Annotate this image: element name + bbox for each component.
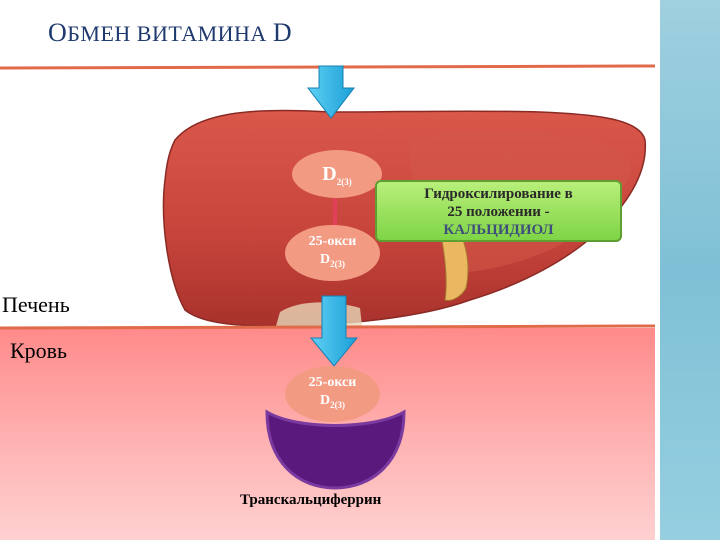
hydroxy-d-blood-symbol: D (320, 393, 330, 408)
transcalciferrin-label: Транскальциферрин (240, 492, 381, 509)
arrow-down-icon (308, 66, 354, 118)
hydroxylation-box: Гидроксилирование в 25 положении - КАЛЬЦ… (375, 180, 622, 242)
vitamin-d-symbol: D (322, 163, 336, 185)
hydroxy-d-liver-symbol: D (320, 252, 330, 267)
node-connector (333, 196, 337, 228)
region-label-liver: Печень (2, 292, 70, 318)
hydroxy-d-liver-subscript: 2(3) (330, 259, 345, 269)
region-label-blood: Кровь (10, 338, 67, 364)
transcalciferrin-bowl (267, 412, 404, 488)
hydroxylation-line2: 25 положении - (377, 203, 620, 221)
hydroxy-d-liver-label: 25-окси (285, 233, 380, 251)
vitamin-d-subscript: 2(3) (337, 177, 352, 187)
hydroxy-d-blood-subscript: 2(3) (330, 400, 345, 410)
background-decoration (660, 0, 720, 540)
vitamin-d-node: D2(3) (292, 150, 382, 198)
hydroxylation-line1: Гидроксилирование в (377, 185, 620, 203)
hydroxylation-line3: КАЛЬЦИДИОЛ (377, 221, 620, 239)
hydroxy-d-blood-node: 25-окси D2(3) (285, 366, 380, 422)
hydroxy-d-liver-node: 25-окси D2(3) (285, 225, 380, 281)
hydroxy-d-blood-label: 25-окси (285, 374, 380, 392)
